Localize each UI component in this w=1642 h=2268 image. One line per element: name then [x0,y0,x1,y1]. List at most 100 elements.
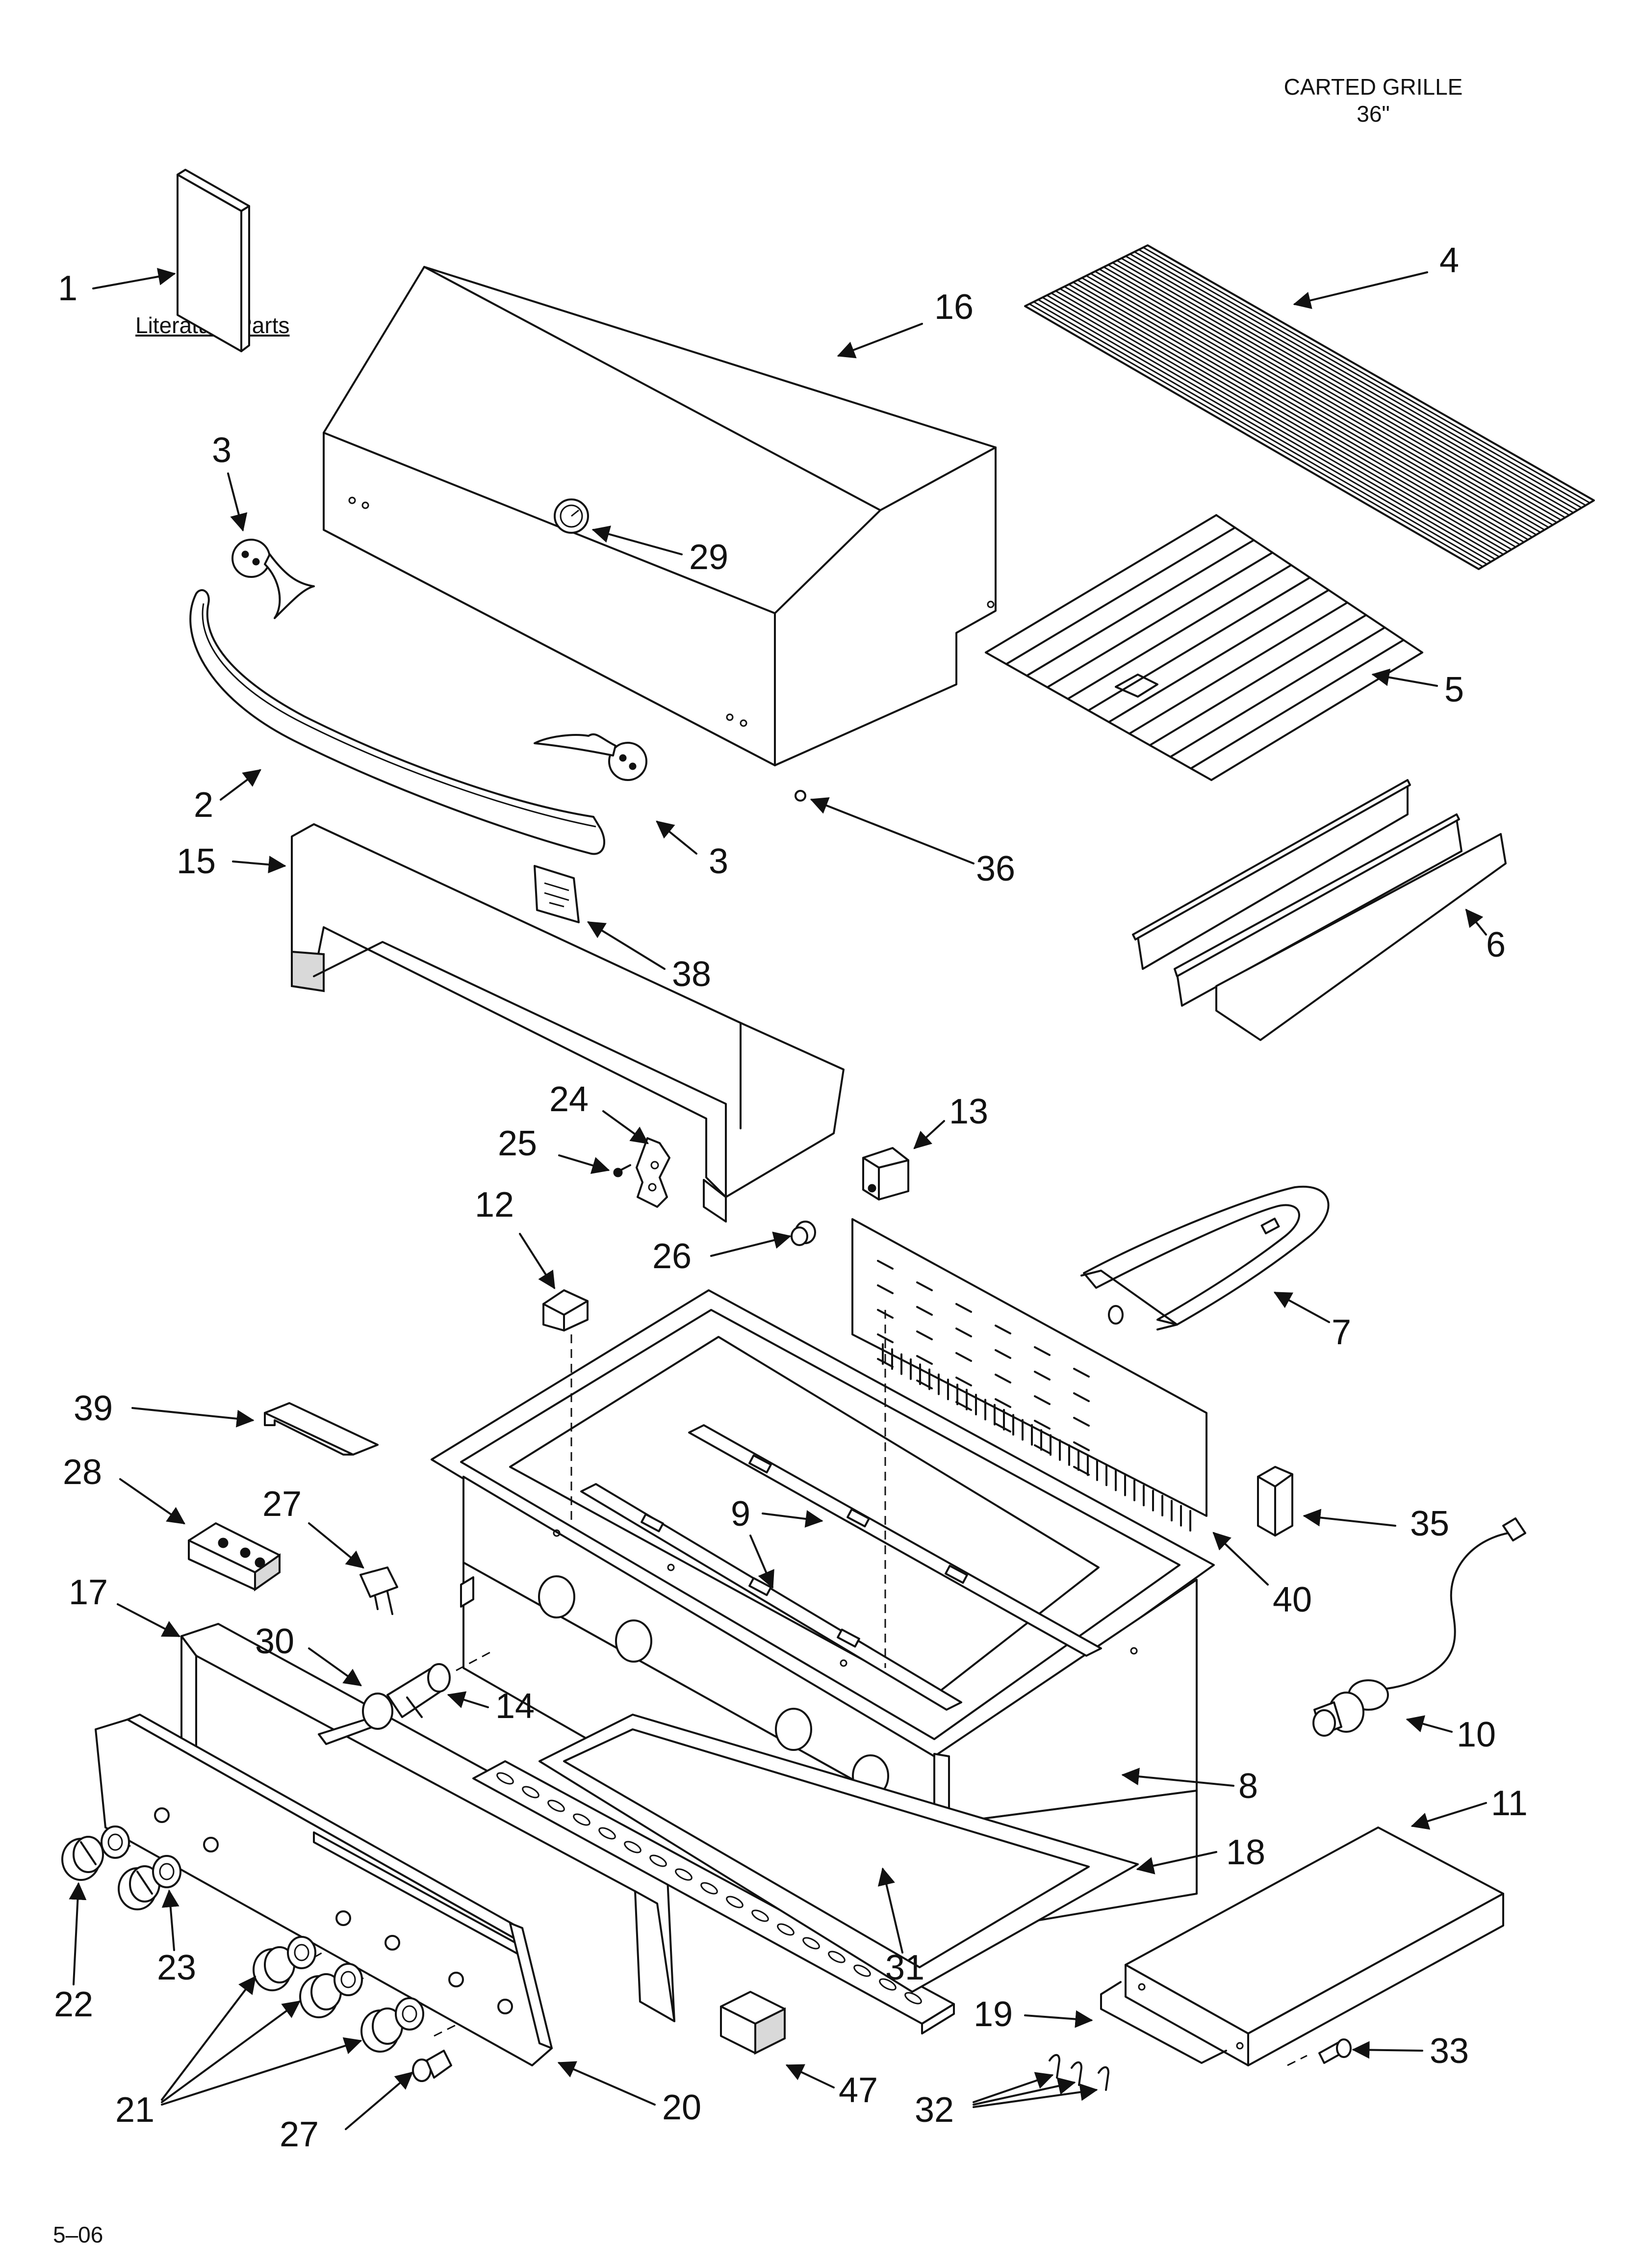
part-literature-booklet [177,169,250,352]
callout-10: 10 [1457,1715,1496,1754]
part-bezel-d [395,1997,424,2031]
grate-bar [1026,539,1255,677]
callout-30: 30 [255,1622,294,1661]
part-control-panel [95,1714,553,2066]
vent-slot [995,1349,1011,1359]
strip-slot [649,1854,667,1867]
vent-slot [955,1401,972,1411]
part-heat-shields [1132,779,1507,1041]
part-knob-21b [253,1946,295,1991]
part-side-shelf [1125,1826,1504,2066]
vent-slot [916,1281,933,1291]
strip-slot [522,1786,539,1799]
callout-18: 18 [1226,1833,1265,1872]
rack-wire [1029,303,1484,568]
vent-slot [877,1260,894,1270]
strip-slot [777,1923,795,1936]
callout-26: 26 [652,1237,692,1276]
rack-wire [1055,290,1508,553]
part-mounting-bracket [542,1289,589,1331]
callout-38: 38 [672,955,711,994]
strip-slot [802,1937,820,1950]
vent-slot [1073,1417,1090,1427]
rack-wire [1121,258,1570,516]
page-footer: 5–06 [53,2222,103,2247]
rack-wire [1116,260,1565,519]
strip-slot [496,1772,514,1785]
strip-slot [624,1841,641,1853]
vent-slot [916,1355,933,1365]
strip-slot [726,1896,744,1908]
alignment-line-valve [456,1650,493,1671]
callout-19: 19 [974,1995,1013,2034]
vent-slot [1034,1346,1051,1356]
strip-slot [879,1978,897,1991]
callout-22: 22 [54,1985,93,2024]
rack-wire [1103,266,1553,526]
part-handle-bracket-upper [231,539,315,619]
strip-slot [700,1882,718,1895]
callout-31: 31 [885,1948,924,1987]
callout-36: 36 [976,849,1015,888]
vent-slot [995,1398,1011,1408]
strip-slot [904,1992,922,2005]
rack-wire [1042,296,1496,560]
vent-slot [877,1284,894,1294]
callout-23: 23 [157,1948,196,1987]
callouts: 1 2 3 3 4 5 6 7 8 9 10 11 12 13 14 15 [54,241,1528,2154]
part-front-trim [291,823,845,1223]
callout-3-upper: 3 [212,431,231,470]
part-handle-rod [1100,1981,1227,2064]
rack-wire [1107,264,1558,523]
callout-32: 32 [915,2090,954,2130]
rack-wire [1059,288,1512,550]
grate-bar [1190,639,1405,770]
grate-bar [1046,551,1274,688]
callout-24: 24 [549,1080,589,1119]
callout-33: 33 [1430,2032,1469,2071]
vent-slot [1073,1368,1090,1378]
part-bottom-tray [539,1714,1139,1993]
part-burner [1080,1185,1330,1330]
diagram-subtitle: 36" [1357,101,1390,127]
vent-slot [1073,1466,1090,1476]
part-igniter-upper [359,1566,398,1615]
part-screw [1318,2038,1352,2064]
part-hooks [1049,2054,1109,2091]
rack-wire [1081,277,1533,538]
vent-slot [1034,1420,1051,1430]
callout-27-lower: 27 [280,2115,319,2154]
vent-slot [1073,1392,1090,1402]
vent-slot [916,1306,933,1316]
rack-wire [1138,249,1586,506]
callout-47: 47 [839,2071,878,2110]
rack-wire [1068,284,1520,546]
part-bezel-b [287,1936,316,1969]
part-hood [323,266,997,766]
rack-wire [1134,251,1582,509]
vent-slot [955,1303,972,1313]
part-burner-rails [580,1424,1102,1711]
part-bracket-35 [1257,1466,1293,1537]
part-label-plate [534,865,580,923]
part-hinge [636,1137,670,1208]
part-handle-bracket-lower [534,733,647,781]
callout-8: 8 [1238,1767,1258,1806]
vent-slot [955,1377,972,1386]
grate-bar [1149,614,1367,747]
callout-11: 11 [1491,1784,1528,1823]
strip-slot [547,1799,565,1812]
strip-slot [853,1964,871,1977]
callout-2: 2 [194,785,213,825]
rack-wire [1064,286,1516,548]
part-hood-plug [795,790,806,802]
callout-5: 5 [1444,670,1464,709]
part-handle [189,589,606,855]
callout-40: 40 [1273,1580,1312,1619]
part-bezel-23 [152,1855,181,1888]
grate-bar [1169,626,1386,758]
callout-9: 9 [731,1494,750,1534]
callout-12: 12 [475,1185,514,1225]
vent-slot [916,1330,933,1340]
rack-wire [1051,292,1504,555]
